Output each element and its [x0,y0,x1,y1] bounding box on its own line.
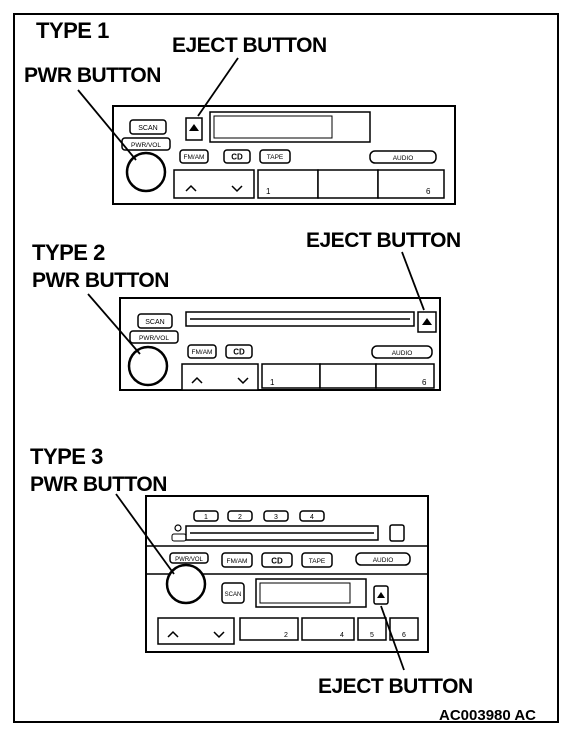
type1-pwrvol-label: PWR/VOL [131,142,161,149]
type3-tape-label: TAPE [309,558,326,565]
type3-cd-eject-button[interactable] [389,524,405,542]
type1-audio-button[interactable] [369,150,437,164]
type2-tune-rocker[interactable] [181,363,259,391]
type3-preset-2-label: 2 [284,632,288,639]
type3-preset-5[interactable] [357,617,387,641]
type3-fmam-label: FM/AM [227,558,248,565]
type2-pwr-knob[interactable] [127,345,169,387]
type1-audio-label: AUDIO [393,155,414,162]
type3-disc-3-label: 3 [274,514,278,521]
figure-frame [13,13,559,723]
type3-scan-label: SCAN [225,592,242,598]
type1-eject-leader [197,57,239,117]
type2-cd-label: CD [233,348,245,357]
type1-title: TYPE 1 [36,18,109,43]
type3-audio-label: AUDIO [373,557,394,564]
type3-cassette-door [255,578,367,608]
type1-cd-label: CD [231,153,243,162]
figure-code: AC003980 AC [439,707,536,724]
type3-eject-leader [380,605,405,671]
type3-eject-label: EJECT BUTTON [318,675,473,698]
type2-cd-button[interactable] [225,344,253,359]
type3-preset-6-label: 6 [402,632,406,639]
type2-eject-leader [401,251,425,311]
type2-pwr-leader [87,293,141,355]
type3-tape-button[interactable] [301,552,333,568]
type1-cassette-door [209,111,371,143]
type2-pwr-label: PWR BUTTON [32,269,169,292]
type3-fmam-button[interactable] [221,552,253,568]
type1-tune-rocker[interactable] [173,169,255,199]
type3-radio: 1 2 3 4 PWR/VOL FM/AM CD TAPE AUDIO SCAN [145,495,429,653]
type2-preset-seek[interactable] [319,363,377,389]
type2-preset-6-label: 6 [422,378,427,387]
type3-cd-label: CD [271,557,283,566]
type3-cd-button[interactable] [261,552,293,568]
type2-eject-icon [422,318,432,325]
type1-tape-label: TAPE [267,154,284,161]
type3-pwr-label: PWR BUTTON [30,473,167,496]
type1-radio: SCAN PWR/VOL FM/AM CD TAPE AUDIO 1 6 [112,105,456,205]
type1-cd-button[interactable] [223,149,251,164]
type3-audio-button[interactable] [355,552,411,566]
type3-disc-2[interactable] [227,510,253,522]
type3-tune-arrows [167,630,225,639]
type2-eject-label: EJECT BUTTON [306,229,461,252]
type3-scan-button[interactable] [221,582,245,604]
type3-pwrvol-label: PWR/VOL [175,557,203,563]
type3-disc-2-label: 2 [238,514,242,521]
type2-tune-arrows [191,376,249,385]
type2-preset-1-label: 1 [270,378,275,387]
type3-disc-1[interactable] [193,510,219,522]
type1-tape-button[interactable] [259,149,291,164]
type1-pwr-label: PWR BUTTON [24,64,161,87]
type3-disc-buttons: 1 2 3 4 [193,510,325,522]
type1-eject-icon [189,124,199,131]
type1-preset-1-label: 1 [266,187,271,196]
type2-preset-6[interactable] [375,363,435,389]
type3-preset-2[interactable] [239,617,299,641]
type1-fmam-button[interactable] [179,149,209,164]
type1-display [213,115,333,139]
type2-pwrvol-button[interactable] [129,330,179,344]
type1-preset-6[interactable] [377,169,445,199]
type3-disc-4-label: 4 [310,514,314,521]
type3-disc-1-label: 1 [204,514,208,521]
type1-preset-6-label: 6 [426,187,431,196]
type3-pwrvol-button[interactable] [169,552,209,564]
type1-pwr-leader [77,89,137,161]
type2-fmam-label: FM/AM [192,349,213,356]
type2-pwrvol-label: PWR/VOL [139,335,169,342]
type3-disc-4[interactable] [299,510,325,522]
type1-scan-button[interactable] [129,119,167,135]
type3-display [259,582,351,604]
type1-eject-label: EJECT BUTTON [172,34,327,57]
type3-eject-icon [377,592,385,598]
type1-pwr-knob[interactable] [125,151,167,193]
type2-audio-button[interactable] [371,345,433,359]
type1-tune-arrows [185,184,243,193]
type1-preset-seek[interactable] [317,169,379,199]
type2-title: TYPE 2 [32,240,105,265]
type3-pwr-leader [115,493,175,575]
type2-fmam-button[interactable] [187,344,217,359]
type2-scan-button[interactable] [137,313,173,329]
type1-fmam-label: FM/AM [184,154,205,161]
type3-preset-4[interactable] [301,617,355,641]
type2-audio-label: AUDIO [392,350,413,357]
type3-disc-3[interactable] [263,510,289,522]
type3-preset-4-label: 4 [340,632,344,639]
type2-radio: SCAN PWR/VOL FM/AM CD AUDIO 1 6 [119,297,441,391]
type3-tune-rocker[interactable] [157,617,235,645]
type3-title: TYPE 3 [30,444,103,469]
type3-preset-5-label: 5 [370,632,374,639]
type2-scan-label: SCAN [145,319,164,326]
type1-scan-label: SCAN [138,125,157,132]
type3-pwr-knob[interactable] [165,563,207,605]
type3-indicator [174,524,182,532]
